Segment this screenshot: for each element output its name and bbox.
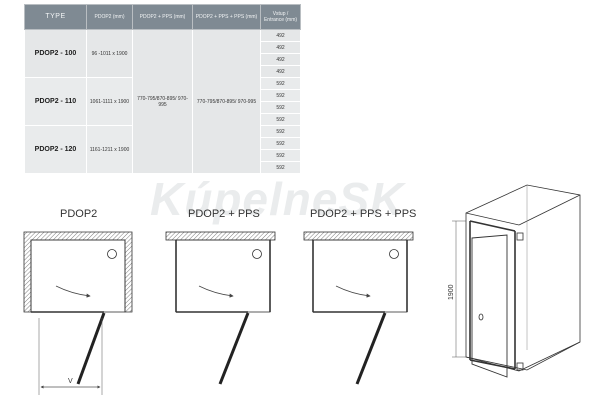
hinge-icon xyxy=(516,232,524,241)
hinge-icon xyxy=(516,362,524,371)
dimension-cell: 96 -1011 x 1900 xyxy=(86,29,133,78)
entrance-cell: 492 xyxy=(260,65,301,78)
type-cell: PDOP2 - 120 xyxy=(24,125,87,174)
table-row: 592 xyxy=(25,161,301,174)
drain-icon xyxy=(252,249,262,259)
wall-hatch xyxy=(23,231,133,313)
enclosure-outline xyxy=(465,184,581,371)
dimension-cell: 1061-1111 x 1900 xyxy=(86,77,133,126)
door-leaf xyxy=(76,312,106,385)
table-row: 592 xyxy=(25,101,301,114)
wall-hatch xyxy=(165,231,276,241)
isometric-view xyxy=(452,184,581,378)
drain-icon xyxy=(389,249,399,259)
dimension-cell: 1161-1211 x 1900 xyxy=(86,125,133,174)
enclosure-edge xyxy=(465,212,520,226)
wall-hatch xyxy=(303,231,414,241)
entrance-cell: 592 xyxy=(260,125,301,138)
header-pps2: PDOP2 + PPS + PPS (mm) xyxy=(192,4,261,30)
table-header-row: TYPE PDOP2 (mm) PDOP2 + PPS (mm) PDOP2 +… xyxy=(24,4,301,30)
door-leaf xyxy=(355,312,387,385)
plan-pdop2: V xyxy=(23,231,133,395)
table-row: PDOP2 - 120 1161-1211 x 1900 592 xyxy=(24,125,301,174)
door-handle-icon xyxy=(478,313,484,321)
plan-label-pdop2: PDOP2 xyxy=(60,208,98,220)
tray-edge xyxy=(518,341,581,372)
door-panel xyxy=(471,234,508,378)
table-row: 492 xyxy=(25,65,301,78)
table-row: PDOP2 - 110 1061-1111 x 1900 592 xyxy=(24,77,301,126)
tray-outline xyxy=(30,239,126,313)
header-type: TYPE xyxy=(24,4,87,30)
entrance-cell: 592 xyxy=(260,101,301,114)
plan-pps xyxy=(165,231,276,385)
header-pps: PDOP2 + PPS (mm) xyxy=(132,4,193,30)
entrance-dim-label: V xyxy=(68,378,73,385)
swing-arrow-icon xyxy=(55,285,91,298)
tray-edge xyxy=(465,356,520,372)
type-cell: PDOP2 - 110 xyxy=(24,77,87,126)
entrance-cell: 592 xyxy=(260,161,301,174)
pps-range-cell: 770-795/870-895/ 970-995 xyxy=(132,29,193,174)
entrance-cell: 492 xyxy=(260,53,301,66)
type-cell: PDOP2 - 100 xyxy=(24,29,87,78)
tray-outline xyxy=(312,239,408,313)
front-frame xyxy=(469,359,516,370)
tray-outline xyxy=(175,239,271,313)
spec-table: TYPE PDOP2 (mm) PDOP2 + PPS (mm) PDOP2 +… xyxy=(24,4,301,174)
table-row: PDOP2 - 100 96 -1011 x 1900 770-795/870-… xyxy=(24,29,301,174)
swing-arrow-icon xyxy=(198,285,234,298)
plan-pps2 xyxy=(303,231,414,385)
height-dim-label: 1900 xyxy=(448,284,455,300)
pps2-range-cell: 770-795/870-895/ 970-995 xyxy=(192,29,261,174)
plan-label-pps: PDOP2 + PPS xyxy=(188,208,260,220)
table-row: 492 xyxy=(25,53,301,66)
header-entrance: Vstup / Entrance (mm) xyxy=(260,4,301,30)
watermark: KúpelneSK xyxy=(150,173,405,225)
enclosure-edge xyxy=(518,194,581,226)
door-leaf xyxy=(218,312,250,385)
drain-icon xyxy=(107,249,117,259)
plan-label-pps2: PDOP2 + PPS + PPS xyxy=(310,208,417,220)
front-frame xyxy=(469,220,516,232)
swing-arrow-icon xyxy=(335,285,371,298)
